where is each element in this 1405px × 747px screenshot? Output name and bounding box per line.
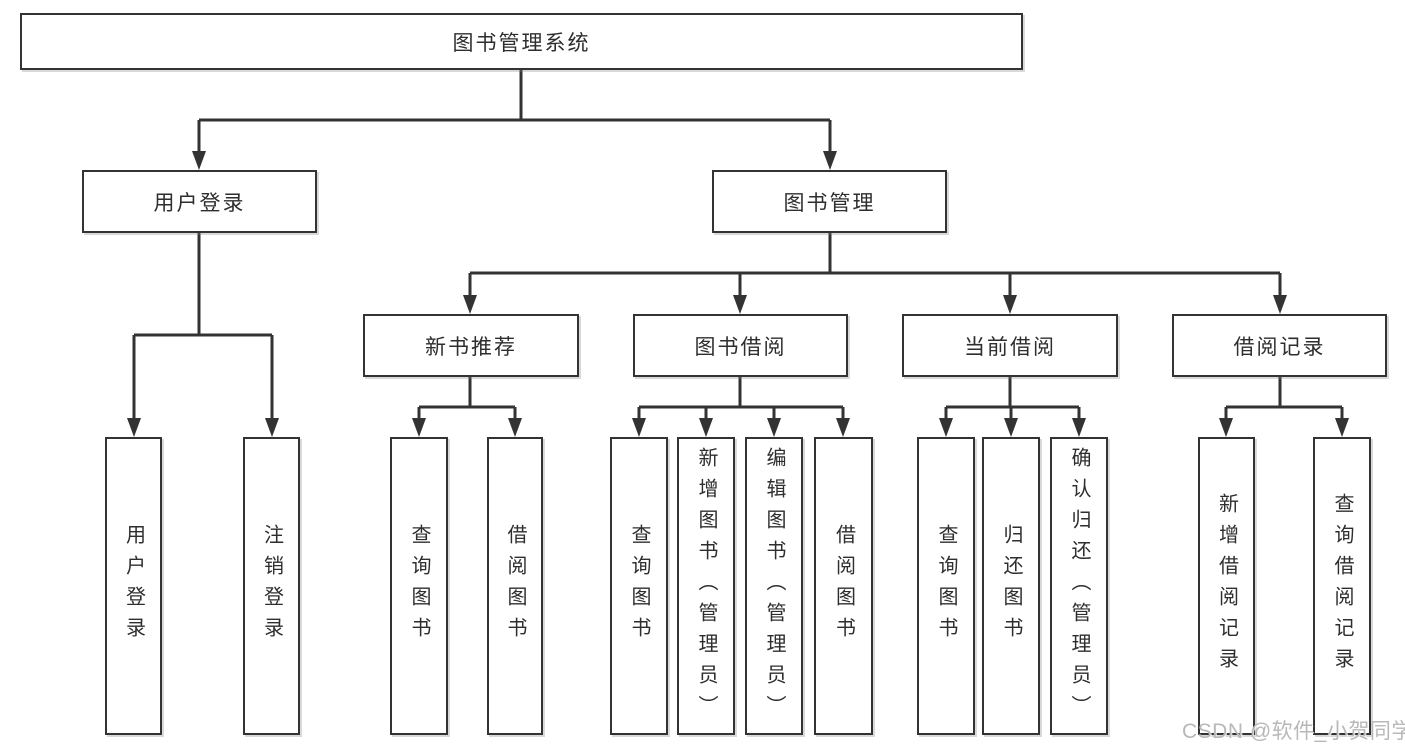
node-leaf-borrow-books-recommend: 借阅图书 [487,437,543,735]
node-leaf-confirm-return-admin: 确认归还（管理员） [1050,437,1108,735]
node-book-borrowing: 图书借阅 [633,314,848,377]
node-leaf-logout: 注销登录 [243,437,300,735]
node-leaf-add-books-admin: 新增图书（管理员） [677,437,735,735]
node-leaf-edit-books-admin: 编辑图书（管理员） [745,437,803,735]
node-current-borrowing: 当前借阅 [902,314,1118,377]
node-leaf-query-books-borrow: 查询图书 [610,437,668,735]
node-leaf-query-books-recommend: 查询图书 [390,437,448,735]
node-leaf-query-borrow-record: 查询借阅记录 [1313,437,1371,735]
node-borrowing-records: 借阅记录 [1172,314,1387,377]
node-new-book-recommend: 新书推荐 [363,314,579,377]
connector-paths [132,70,1344,420]
node-leaf-return-books: 归还图书 [982,437,1040,735]
watermark-text: CSDN @软件_小贺同学 [1182,720,1405,743]
node-root: 图书管理系统 [20,13,1023,70]
node-user-login: 用户登录 [82,170,317,233]
node-leaf-query-books-current: 查询图书 [917,437,975,735]
node-book-management: 图书管理 [712,170,947,233]
node-leaf-borrow-books: 借阅图书 [814,437,873,735]
node-leaf-user-login: 用户登录 [105,437,162,735]
arrowheads [127,151,1349,437]
node-leaf-add-borrow-record: 新增借阅记录 [1198,437,1255,735]
